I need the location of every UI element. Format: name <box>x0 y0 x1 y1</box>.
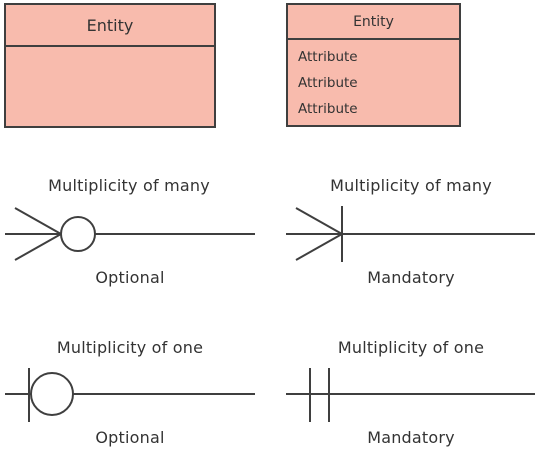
crows-foot-upper-prong <box>14 207 62 235</box>
entity-with-attributes-box: Entity Attribute Attribute Attribute <box>286 3 461 127</box>
many-optional-sublabel: Optional <box>95 268 165 287</box>
many-optional-caption: Multiplicity of many <box>48 176 210 195</box>
many-mandatory-sublabel: Mandatory <box>367 268 455 287</box>
one-optional-sublabel: Optional <box>95 428 165 447</box>
entity-title: Entity <box>6 5 214 47</box>
optional-circle <box>30 372 74 416</box>
attribute-item: Attribute <box>298 101 358 117</box>
one-optional-caption: Multiplicity of one <box>56 338 204 357</box>
one-mandatory-caption: Multiplicity of one <box>337 338 485 357</box>
many-mandatory-caption: Multiplicity of many <box>330 176 492 195</box>
crows-foot-upper-prong <box>295 207 343 235</box>
entity-box: Entity <box>4 3 216 128</box>
attribute-list: Attribute Attribute Attribute <box>288 40 459 122</box>
attribute-item: Attribute <box>298 75 358 91</box>
crows-foot-lower-prong <box>14 233 62 261</box>
entity-title: Entity <box>288 5 459 40</box>
attribute-item: Attribute <box>298 49 358 65</box>
optional-circle <box>60 216 96 252</box>
one-mandatory-sublabel: Mandatory <box>367 428 455 447</box>
crows-foot-lower-prong <box>295 233 343 261</box>
